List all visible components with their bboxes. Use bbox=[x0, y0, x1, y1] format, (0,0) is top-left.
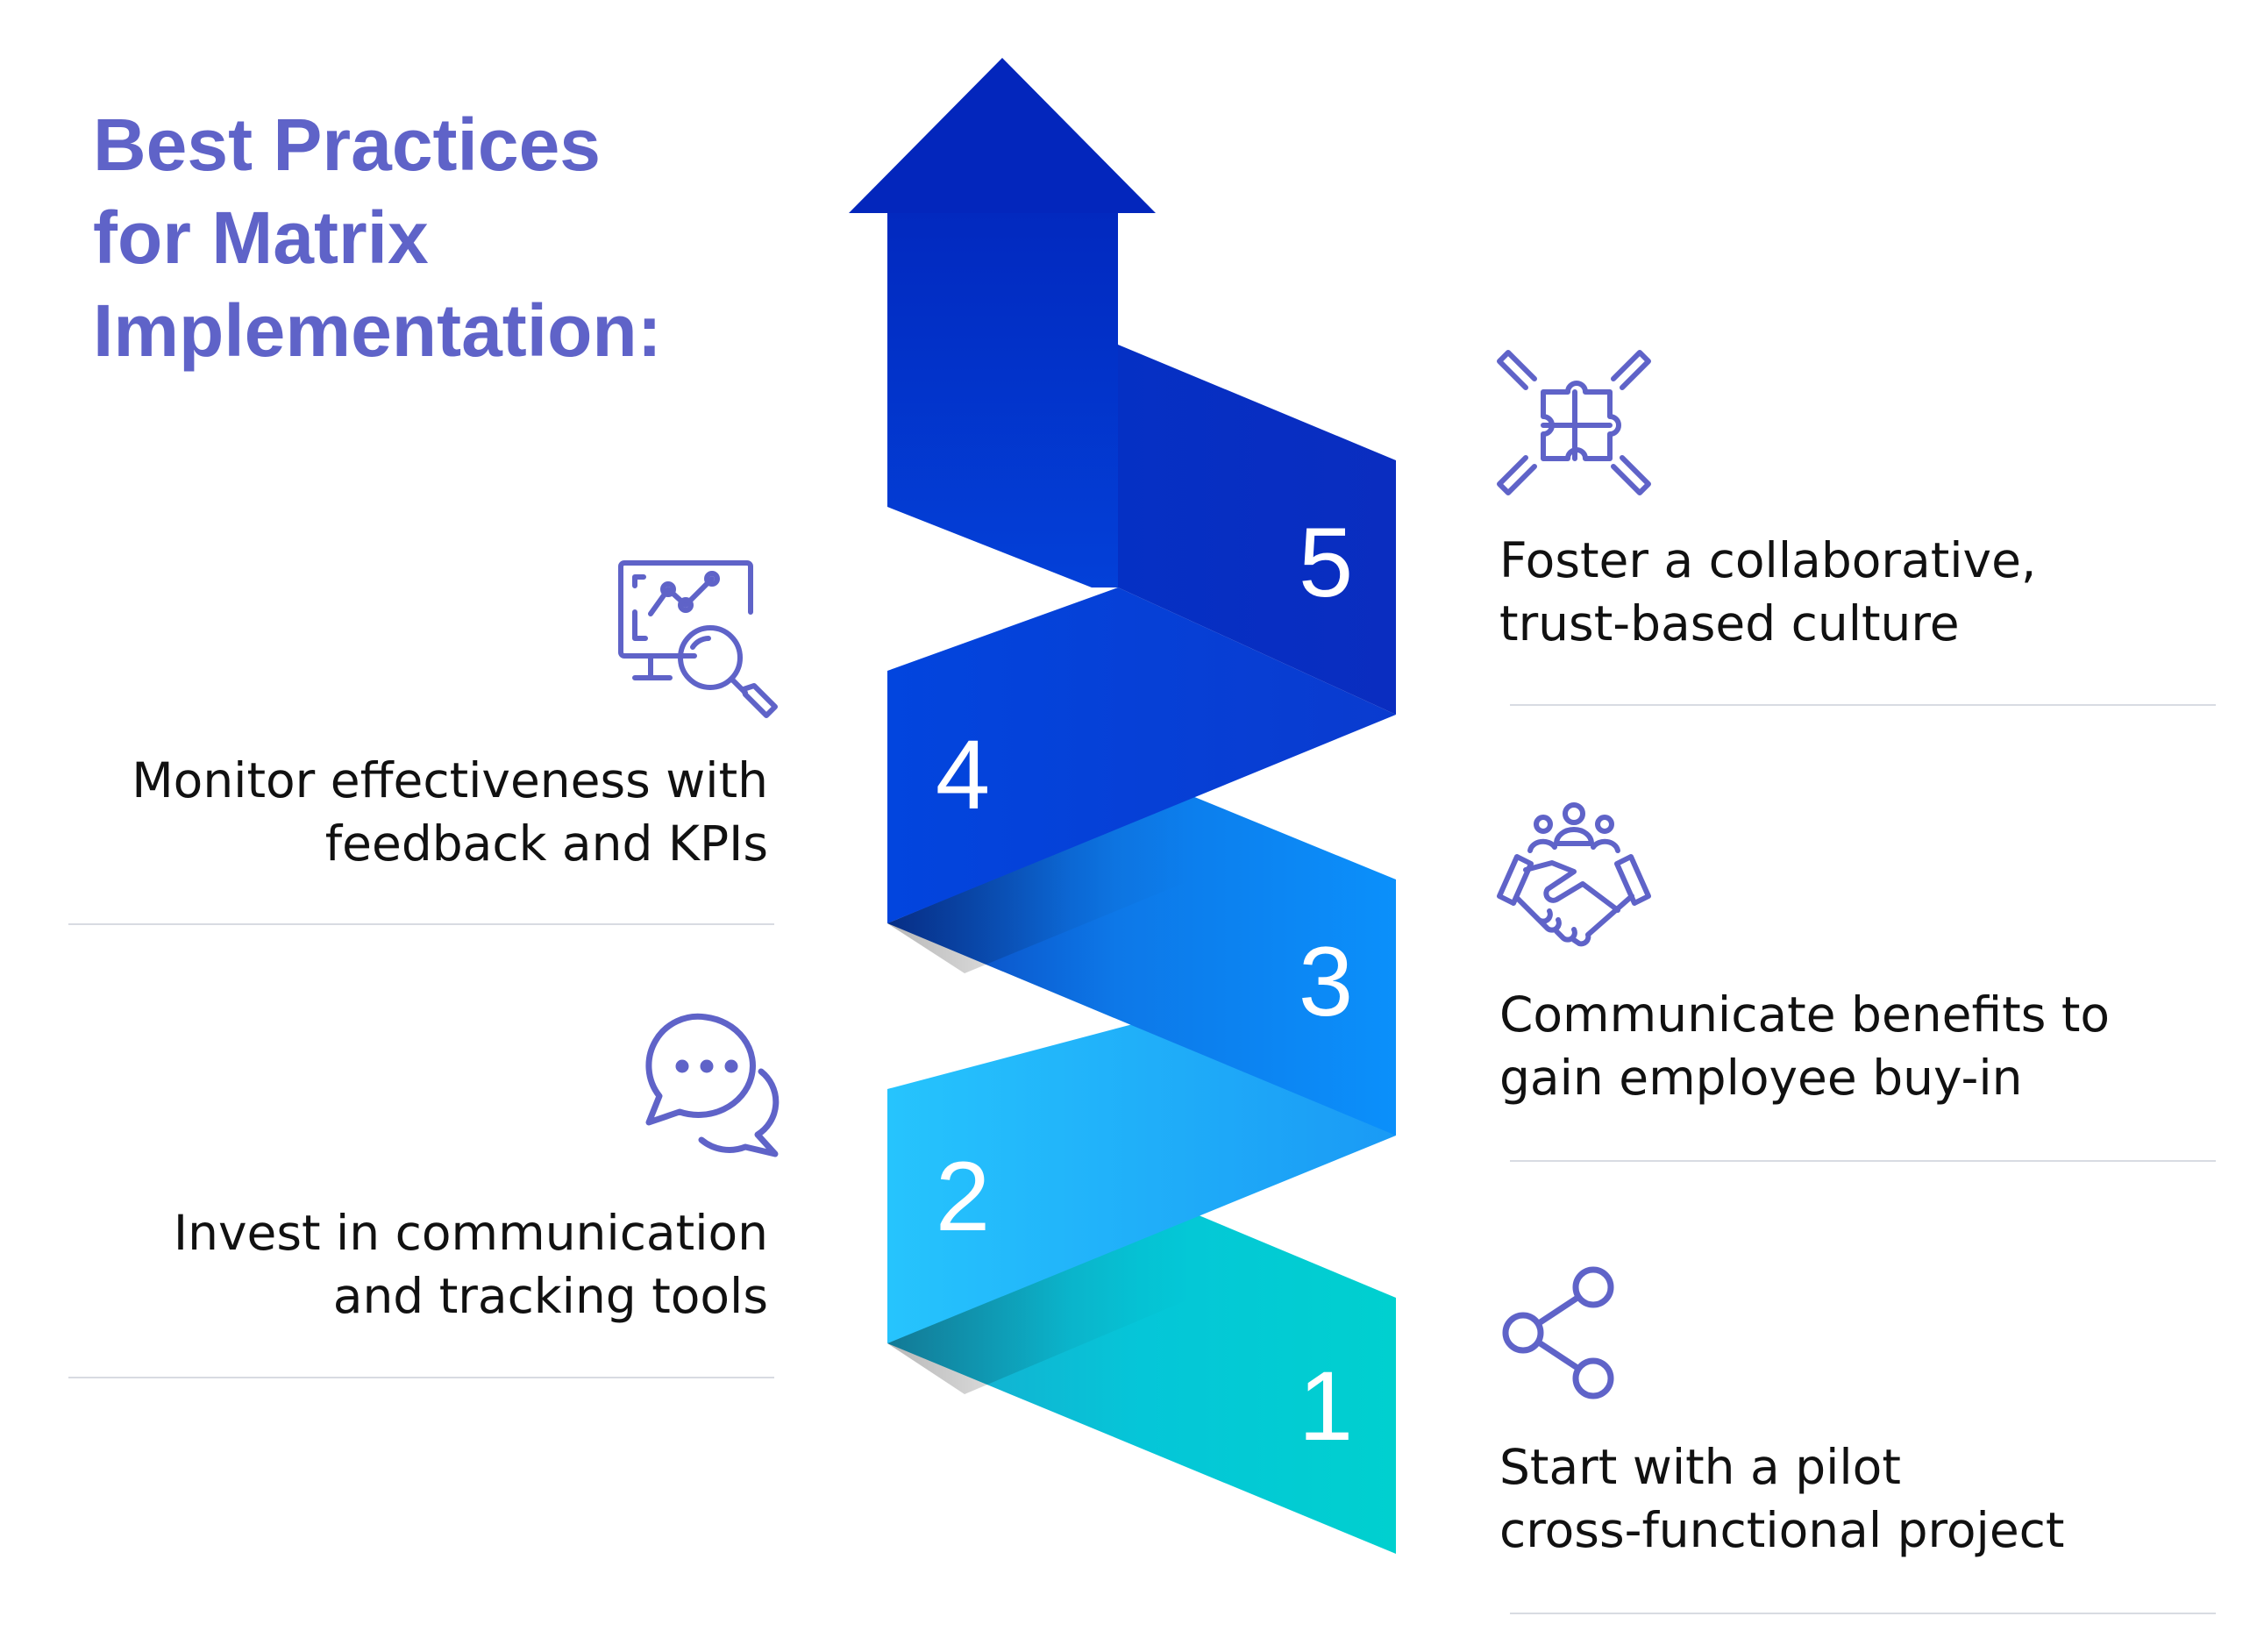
analytics-magnifier-icon bbox=[616, 559, 782, 722]
chat-bubbles-icon bbox=[640, 1010, 794, 1159]
divider-step-3 bbox=[1510, 1160, 2216, 1162]
title-line-3: Implementation: bbox=[93, 289, 662, 372]
step-number-2: 2 bbox=[936, 1142, 990, 1251]
divider-step-5 bbox=[1510, 704, 2216, 706]
arrow-shaft bbox=[887, 213, 1118, 587]
step-number-1: 1 bbox=[1299, 1351, 1353, 1461]
ribbon-band-4 bbox=[887, 587, 1396, 923]
ribbon-fold-shadow-3 bbox=[887, 796, 1193, 973]
share-network-icon bbox=[1495, 1263, 1627, 1403]
step-5-label: Foster a collaborative, trust-based cult… bbox=[1499, 532, 2037, 652]
divider-step-4 bbox=[68, 923, 774, 925]
handshake-team-icon bbox=[1491, 800, 1657, 958]
ribbon-band-2 bbox=[887, 1008, 1396, 1343]
step-number-5: 5 bbox=[1299, 508, 1353, 617]
divider-step-1 bbox=[1510, 1613, 2216, 1614]
ribbon-fold-shadow-1 bbox=[887, 1213, 1193, 1394]
step-2-label: Invest in communication and tracking too… bbox=[173, 1205, 768, 1324]
arrow-head bbox=[849, 58, 1156, 213]
step-1-label: Start with a pilot cross-functional proj… bbox=[1499, 1439, 2065, 1558]
step-3-label: Communicate benefits to gain employee bu… bbox=[1499, 986, 2111, 1106]
divider-step-2 bbox=[68, 1377, 774, 1378]
title-line-1: Best Practices bbox=[93, 103, 602, 186]
page-title: Best Practices for Matrix Implementation… bbox=[93, 98, 707, 377]
puzzle-hands-icon bbox=[1491, 344, 1657, 502]
step-number-3: 3 bbox=[1299, 927, 1353, 1036]
ribbon-band-5 bbox=[1118, 345, 1396, 715]
title-line-2: for Matrix bbox=[93, 196, 429, 279]
step-4-label: Monitor effectiveness with feedback and … bbox=[132, 752, 768, 872]
step-number-4: 4 bbox=[936, 720, 990, 830]
